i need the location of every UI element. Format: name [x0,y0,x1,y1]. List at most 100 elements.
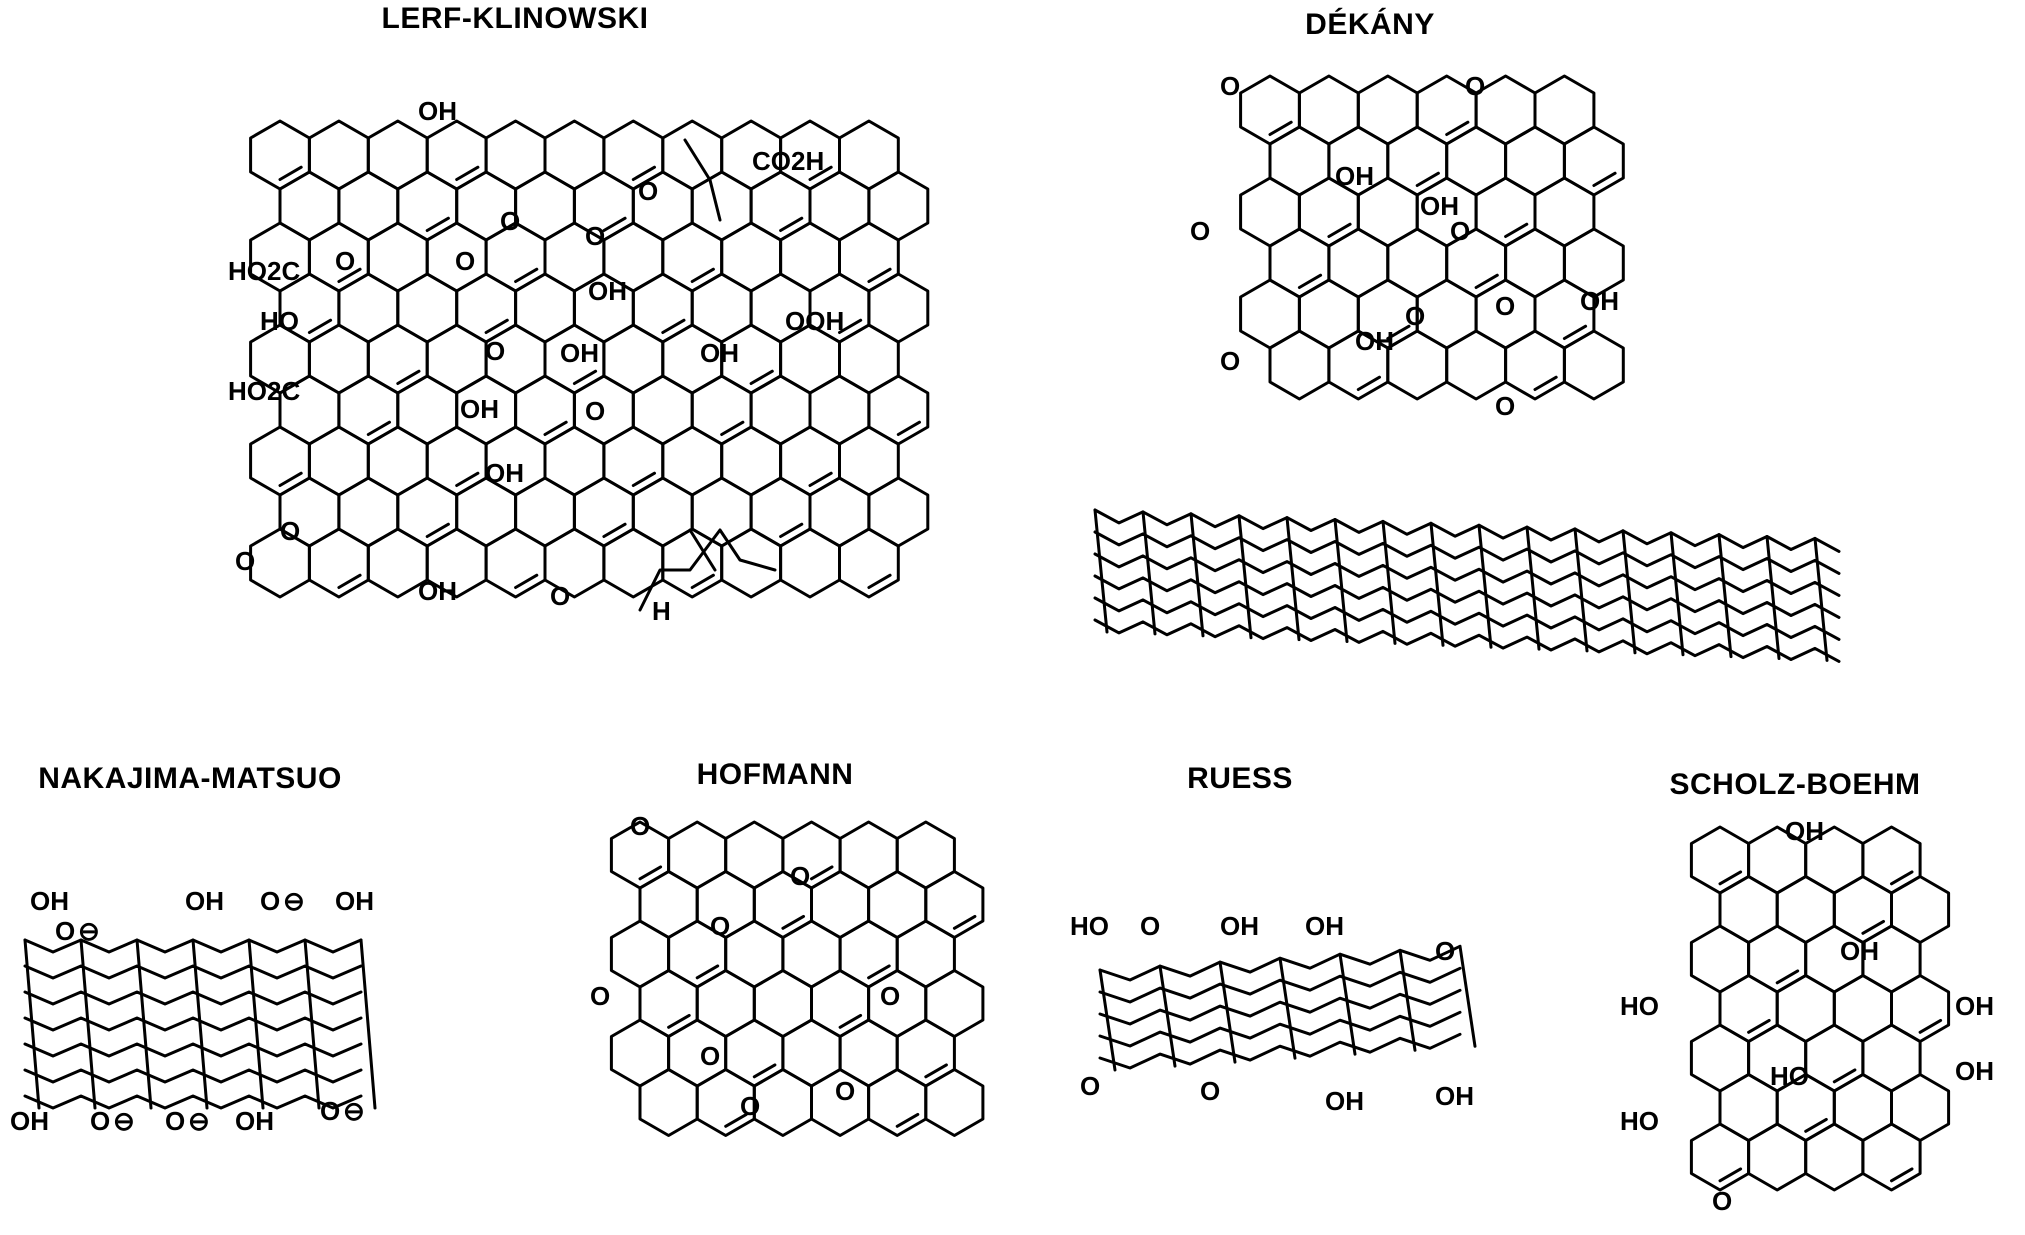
hex-ring [1445,329,1508,401]
ruess-lattice [1098,944,1477,1072]
svg-text:O: O [638,176,658,206]
svg-text:O: O [710,911,730,941]
lattice-bond [1237,514,1253,640]
svg-text:CO2H: CO2H [752,146,824,176]
double-bond [631,165,656,181]
svg-text:O: O [1450,216,1470,246]
svg-text:O: O [260,886,280,916]
svg-text:⊖: ⊖ [188,1106,210,1136]
double-bond [1415,171,1440,187]
lattice-bond [1098,968,1117,1072]
svg-text:O: O [455,246,475,276]
svg-text:OH: OH [1955,991,1994,1021]
panel-title-nakajima-matsuo: NAKAJIMA-MATSUO [38,762,342,795]
hex-ring [638,1068,699,1137]
svg-text:OH: OH [1435,1081,1474,1111]
double-bond [867,267,892,283]
svg-text:O: O [320,1096,340,1126]
double-bond [425,216,450,232]
double-bond [661,318,686,334]
svg-text:O: O [835,1076,855,1106]
double-bond [1890,1167,1914,1183]
lerf-klinowski-structure: OH CO2H HO2C HO2C HO OOH OH OH OH OH OH … [228,96,930,626]
double-bond [690,267,715,283]
double-bond [1890,870,1914,886]
svg-text:O: O [700,1041,720,1071]
svg-text:OH: OH [1355,326,1394,356]
lattice-zigzag [1093,618,1841,663]
hofmann-structure: O O O O O O O O [590,811,985,1137]
lattice-bond [1525,525,1541,651]
svg-text:O: O [1465,71,1485,101]
lattice-bond [1458,944,1477,1048]
lattice-zigzag [1093,530,1841,575]
hex-ring [838,527,900,599]
svg-text:⊖: ⊖ [283,886,305,916]
hex-ring [779,527,841,599]
double-bond [455,471,480,487]
ruess-structure: HO O OH OH O O O OH OH [1070,911,1477,1116]
svg-text:O: O [55,916,75,946]
svg-text:OH: OH [460,394,499,424]
double-bond [867,573,892,589]
svg-text:O: O [335,246,355,276]
lattice-zigzag [1098,1032,1462,1070]
lattice-bond [1189,512,1205,638]
hex-ring [1804,1122,1865,1192]
svg-text:O: O [280,516,300,546]
double-bond [1562,324,1588,340]
svg-text:HO: HO [1070,911,1109,941]
lattice-bond [1621,529,1637,655]
lattice-bond [1141,510,1157,636]
double-bond [1592,171,1617,187]
lattice-zigzag [1098,1010,1462,1048]
dekany-structure: O O O O O O O O OH OH OH OH [1190,71,1625,421]
double-bond [278,471,303,487]
svg-text:O: O [1190,216,1210,246]
double-bond [895,1112,920,1128]
lattice-bond [1669,531,1685,657]
svg-text:O: O [585,396,605,426]
svg-text:OH: OH [418,96,457,126]
double-bond [638,865,663,881]
double-bond [838,318,863,334]
svg-text:OH: OH [235,1106,274,1136]
lattice-zigzag [23,1068,363,1084]
double-bond [1861,919,1885,935]
svg-text:OH: OH [1305,911,1344,941]
double-bond [779,216,804,232]
double-bond [1268,120,1293,136]
scholz-boehm-structure: OH OH HO OH OH HO HO O [1620,816,1994,1216]
double-bond [1918,1018,1943,1034]
svg-text:OH: OH [10,1106,49,1136]
double-bond [1775,969,1800,985]
svg-text:O: O [590,981,610,1011]
double-bond [307,318,333,334]
svg-text:OOH: OOH [785,306,844,336]
lattice-zigzag [1098,988,1462,1026]
hex-ring [924,1068,985,1137]
svg-text:O: O [585,221,605,251]
svg-text:O: O [630,811,650,841]
svg-text:O: O [500,206,520,236]
nakajima-matsuo-structure: OH O ⊖ OH O ⊖ OH OH O ⊖ O ⊖ OH O ⊖ [10,886,377,1136]
svg-text:OH: OH [560,338,599,368]
double-bond [952,914,977,930]
svg-text:OH: OH [1335,161,1374,191]
double-bond [396,369,421,385]
lattice-zigzag [23,1016,363,1032]
lattice-zigzag [23,1094,363,1110]
double-bond [810,865,834,881]
hex-ring [1386,329,1449,401]
svg-text:⊖: ⊖ [343,1096,365,1126]
double-bond [1386,324,1411,340]
double-bond [602,216,627,232]
dekany-layer-zigzag [1093,508,1841,663]
panel-title-hofmann: HOFMANN [696,758,854,791]
svg-text:O: O [235,546,255,576]
svg-text:OH: OH [30,886,69,916]
double-bond [455,165,480,181]
double-bond [667,1013,691,1029]
svg-text:O: O [1495,391,1515,421]
svg-text:O: O [1495,291,1515,321]
